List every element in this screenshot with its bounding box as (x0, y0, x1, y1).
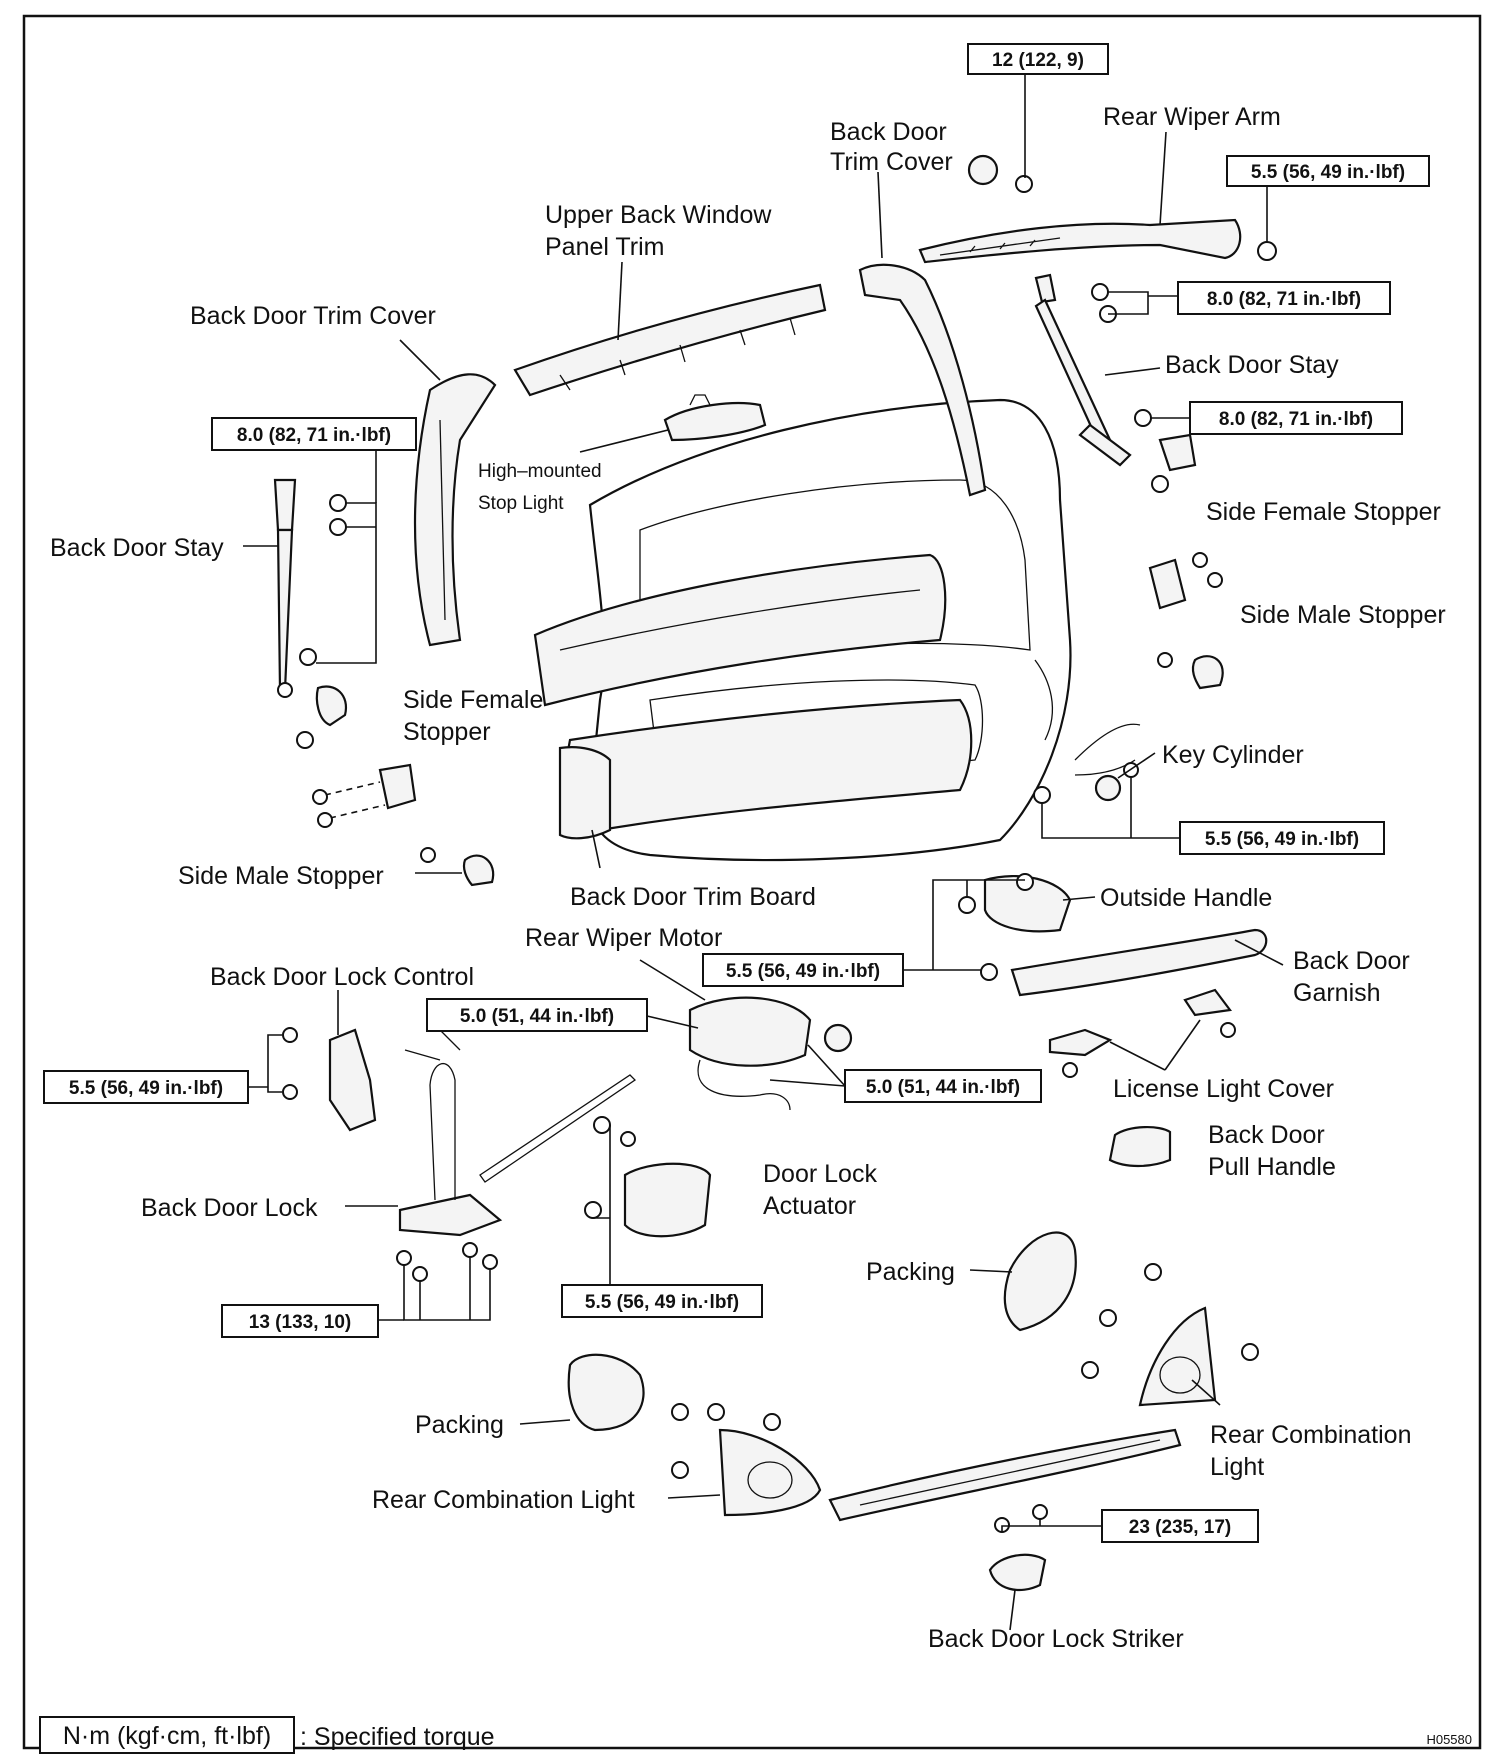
svg-text:5.0 (51, 44 in.·lbf): 5.0 (51, 44 in.·lbf) (460, 1006, 614, 1027)
back-door-lock-part (396, 1029, 503, 1282)
legend-text: : Specified torque (300, 1723, 495, 1751)
label-rear-combination-light-right-2: Light (1210, 1453, 1264, 1481)
back-door-trim-cover-right-part (858, 263, 987, 497)
label-back-door-trim-board: Back Door Trim Board (570, 883, 816, 911)
label-license-light-cover: License Light Cover (1113, 1075, 1334, 1103)
torque-wiper-pivot-nut: 12 (122, 9) (967, 43, 1109, 75)
label-door-lock-actuator-1: Door Lock (763, 1160, 877, 1188)
svg-text:5.0 (51, 44 in.·lbf): 5.0 (51, 44 in.·lbf) (866, 1077, 1020, 1098)
rear-wiper-motor-part (688, 996, 853, 1111)
torque-striker: 23 (235, 17) (1101, 1509, 1259, 1543)
label-back-door-pull-handle-1: Back Door (1208, 1121, 1325, 1149)
label-rear-combination-light-right-1: Rear Combination (1210, 1421, 1412, 1449)
label-upper-back-window-2: Panel Trim (545, 233, 664, 261)
part-labels: Back Door Trim Cover Rear Wiper Arm Uppe… (50, 103, 1446, 1653)
label-side-female-stopper-right: Side Female Stopper (1206, 498, 1441, 526)
legend-unit-box (39, 1716, 295, 1754)
wiper-pivot-cap (967, 154, 999, 186)
torque-outside-handle: 5.5 (56, 49 in.·lbf) (702, 953, 904, 987)
label-rear-combination-light-left: Rear Combination Light (372, 1486, 635, 1514)
torque-stay-upper-right: 8.0 (82, 71 in.·lbf) (1177, 281, 1391, 315)
label-outside-handle: Outside Handle (1100, 884, 1272, 912)
label-side-male-stopper-left: Side Male Stopper (178, 862, 384, 890)
rear-combination-light-left-part (718, 1428, 822, 1517)
label-rear-wiper-arm: Rear Wiper Arm (1103, 103, 1281, 131)
label-side-female-stopper-left-1: Side Female (403, 686, 543, 714)
back-door-stay-left-part (273, 478, 348, 749)
high-mounted-stop-light-part (663, 394, 767, 442)
upper-back-window-panel-trim-part (513, 283, 827, 397)
torque-door-lock-actuator: 5.5 (56, 49 in.·lbf) (561, 1284, 763, 1318)
door-lock-actuator-part (584, 1116, 712, 1238)
side-stoppers-left-part (312, 763, 495, 887)
torque-legend: N·m (kgf·cm, ft·lbf) : Specified torque (39, 1716, 495, 1754)
rear-combination-light-right-part (1138, 1306, 1217, 1407)
label-back-door-lock: Back Door Lock (141, 1194, 318, 1222)
svg-text:13 (133, 10): 13 (133, 10) (249, 1312, 351, 1333)
svg-text:5.5 (56, 49 in.·lbf): 5.5 (56, 49 in.·lbf) (69, 1078, 223, 1099)
torque-wiper-arm-nut: 5.5 (56, 49 in.·lbf) (1226, 155, 1430, 187)
legend-unit: N·m (kgf·cm, ft·lbf) (63, 1722, 271, 1750)
packing-left-part (567, 1353, 781, 1479)
svg-text:8.0 (82, 71 in.·lbf): 8.0 (82, 71 in.·lbf) (237, 425, 391, 446)
torque-stay-lower-right: 8.0 (82, 71 in.·lbf) (1189, 401, 1403, 435)
svg-text:5.5 (56, 49 in.·lbf): 5.5 (56, 49 in.·lbf) (585, 1292, 739, 1313)
side-stoppers-right-part (1148, 552, 1224, 690)
label-side-female-stopper-left-2: Stopper (403, 718, 491, 746)
svg-text:5.5 (56, 49 in.·lbf): 5.5 (56, 49 in.·lbf) (726, 961, 880, 982)
label-side-male-stopper-right: Side Male Stopper (1240, 601, 1446, 629)
back-door-lock-control-part (282, 1027, 637, 1183)
label-packing-left: Packing (415, 1411, 504, 1439)
outside-handle-part (958, 873, 1072, 981)
label-back-door-garnish-1: Back Door (1293, 947, 1410, 975)
diagram-frame (22, 14, 1482, 1750)
label-high-mounted-1: High–mounted (478, 461, 602, 482)
label-back-door-trim-cover-left: Back Door Trim Cover (190, 302, 436, 330)
torque-lock-control: 5.5 (56, 49 in.·lbf) (43, 1070, 249, 1104)
figure-code: H05580 (1426, 1732, 1472, 1747)
label-rear-wiper-motor: Rear Wiper Motor (525, 924, 722, 952)
back-door-stay-right-part (1034, 273, 1197, 493)
label-packing-right: Packing (866, 1258, 955, 1286)
wiper-arm-nut (1257, 241, 1277, 261)
svg-text:12 (122, 9): 12 (122, 9) (992, 50, 1084, 71)
torque-stay-left: 8.0 (82, 71 in.·lbf) (211, 417, 417, 451)
label-back-door-stay-right: Back Door Stay (1165, 351, 1339, 379)
label-back-door-lock-control: Back Door Lock Control (210, 963, 474, 991)
torque-wiper-motor-left: 5.0 (51, 44 in.·lbf) (426, 998, 648, 1032)
wiper-pivot-nut (1015, 175, 1033, 193)
label-back-door-trim-cover-top-2: Trim Cover (830, 148, 953, 176)
back-door-trim-cover-left-part (413, 373, 497, 647)
back-door-pull-handle-part (1108, 1126, 1172, 1168)
svg-text:5.5 (56, 49 in.·lbf): 5.5 (56, 49 in.·lbf) (1205, 829, 1359, 850)
label-back-door-stay-left: Back Door Stay (50, 534, 224, 562)
back-door-garnish-part (1010, 928, 1268, 997)
svg-text:8.0 (82, 71 in.·lbf): 8.0 (82, 71 in.·lbf) (1219, 409, 1373, 430)
torque-key-cylinder: 5.5 (56, 49 in.·lbf) (1179, 821, 1385, 855)
torque-back-door-lock: 13 (133, 10) (221, 1304, 379, 1338)
label-back-door-garnish-2: Garnish (1293, 979, 1381, 1007)
svg-text:5.5 (56, 49 in.·lbf): 5.5 (56, 49 in.·lbf) (1251, 162, 1405, 183)
torque-wiper-motor-right: 5.0 (51, 44 in.·lbf) (844, 1069, 1042, 1103)
svg-text:23 (235, 17): 23 (235, 17) (1129, 1517, 1231, 1538)
label-upper-back-window-1: Upper Back Window (545, 201, 772, 229)
label-back-door-pull-handle-2: Pull Handle (1208, 1153, 1336, 1181)
rear-wiper-arm-part (918, 218, 1242, 264)
label-high-mounted-2: Stop Light (478, 493, 564, 514)
label-door-lock-actuator-2: Actuator (763, 1192, 856, 1220)
packing-right-part (1003, 1231, 1259, 1379)
back-door-trim-board-part (533, 553, 973, 840)
back-door-lock-striker-part (988, 1553, 1047, 1592)
scuff-plate-part (828, 1428, 1182, 1533)
label-back-door-lock-striker: Back Door Lock Striker (928, 1625, 1184, 1653)
label-key-cylinder: Key Cylinder (1162, 741, 1304, 769)
label-back-door-trim-cover-top: Back Door (830, 118, 947, 146)
svg-text:8.0 (82, 71 in.·lbf): 8.0 (82, 71 in.·lbf) (1207, 289, 1361, 310)
license-light-cover-part (1048, 988, 1236, 1078)
